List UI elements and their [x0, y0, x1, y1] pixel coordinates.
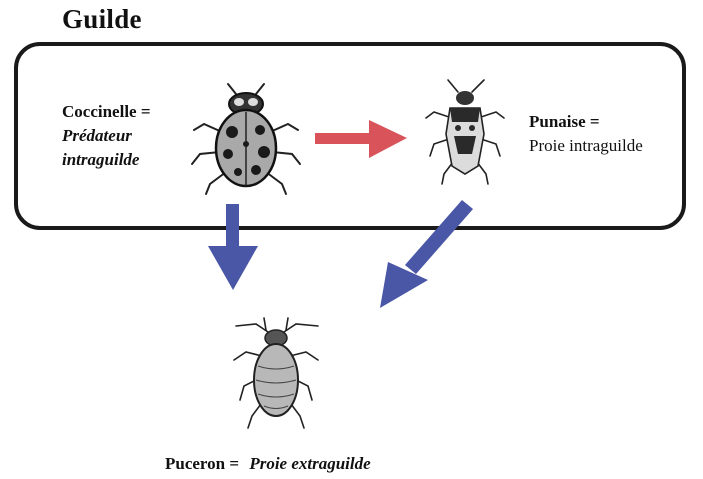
puceron-name: Puceron = — [165, 454, 239, 473]
punaise-label: Punaise = Proie intraguilde — [529, 110, 643, 158]
puceron-label: Puceron = Proie extraguilde — [165, 454, 371, 474]
coccinelle-role-line2: intraguilde — [62, 148, 151, 172]
puceron-role: Proie extraguilde — [249, 454, 370, 473]
ladybug-icon — [186, 80, 306, 198]
punaise-role: Proie intraguilde — [529, 134, 643, 158]
coccinelle-role-line1: Prédateur — [62, 124, 151, 148]
bug-icon — [422, 78, 508, 188]
feeding-arrow-left — [208, 204, 258, 290]
punaise-name: Punaise = — [529, 110, 643, 134]
predation-arrow — [315, 118, 407, 160]
feeding-arrow-right — [378, 198, 474, 310]
coccinelle-label: Coccinelle = Prédateur intraguilde — [62, 100, 151, 172]
diagram-title: Guilde — [62, 4, 142, 35]
coccinelle-name: Coccinelle = — [62, 100, 151, 124]
aphid-icon — [226, 316, 326, 432]
